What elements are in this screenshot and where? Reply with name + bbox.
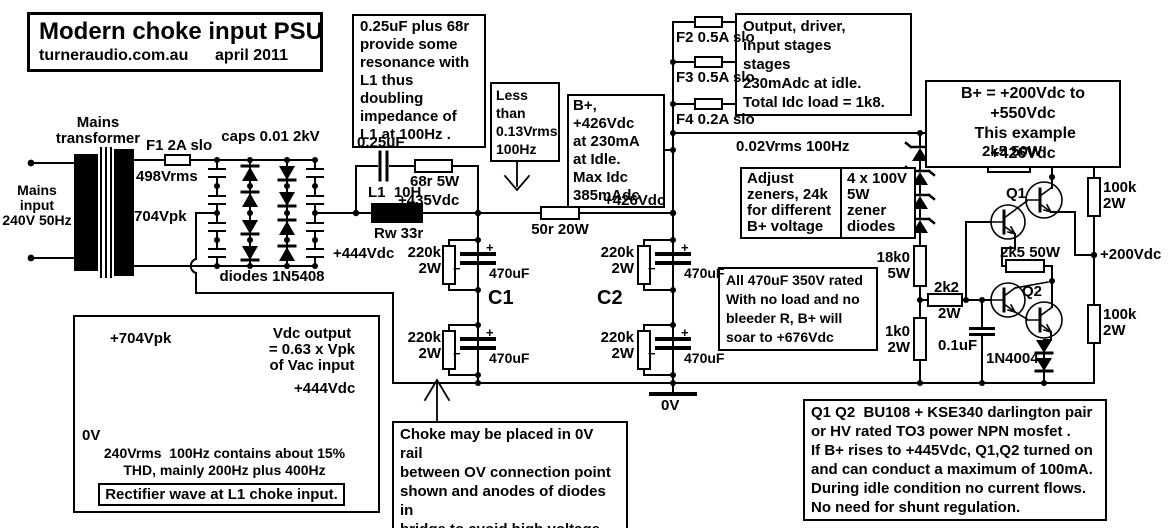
note-bplus-range: B+ = +200Vdc to +550Vdc This example +42… [925,80,1121,168]
c2-cap1-value: 470uF [684,265,725,281]
waveform-panel [73,315,380,513]
note-cap-rating: All 470uF 350V rated With no load and no… [718,267,878,351]
c2-cap2-value: 470uF [684,350,725,366]
secondary-vrms-label: 498Vrms [136,168,198,185]
c2-cap2-minus: − [648,346,656,361]
page-subtitle: turneraudio.com.au april 2011 [39,47,288,64]
q2-label: Q2 [1022,283,1043,300]
zener-resistor-label: 18k0 5W [876,249,910,282]
mains-input-label: Mains input 240V 50Hz [2,182,72,228]
mains-input-wires [27,159,76,262]
zero-volt-return [189,212,394,384]
c1-cap2-value: 470uF [489,350,530,366]
equalize-resistor2-label: 100k 2W [1103,306,1137,339]
c1-bleeder2-label: 220k 2W [407,329,441,362]
mid-voltage-label: +200Vdc [1100,246,1162,263]
note-zener-adjust-box: Adjust zeners, 24k for different B+ volt… [740,167,916,239]
c2-bank [637,212,691,386]
bridge-diodes-label: diodes 1N5408 [219,268,325,285]
secondary-vpk-label: 704Vpk [134,208,187,225]
rectified-voltage-label: +444Vdc [333,245,395,262]
choke-and-damper [314,150,677,223]
waveform-dc-label: +444Vdc [294,380,356,397]
resonance-cap-label: 0.25uF [357,134,405,151]
note-shunt-protection: Q1 Q2 BU108 + KSE340 darlington pair or … [803,399,1107,521]
bridge-rectifier [208,157,324,269]
c1-label: C1 [488,287,514,309]
waveform-thd-line2: THD, mainly 200Hz plus 400Hz [123,462,326,478]
fuse-f2-label: F2 0.5A slo [676,29,755,46]
waveform-peak-label: +704Vpk [110,330,172,347]
choke-dcr-label: Rw 33r [374,225,424,242]
note-choke-placement: Choke may be placed in 0V rail between O… [392,421,628,528]
fuse-f1 [132,154,218,267]
base-resistor-value: 2k2 [934,279,960,296]
note-adjust-zeners: Adjust zeners, 24k for different B+ volt… [747,170,832,235]
c2-label: C2 [597,287,623,309]
note-resonance: 0.25uF plus 68r provide some resonance w… [352,14,486,148]
series-diode-label: 1N4004 [986,350,1039,367]
note-ripple-l1: Less than 0.13Vrms 100Hz [490,82,560,162]
c1-bleeder1-label: 220k 2W [407,244,441,277]
transformer-label: Mains transformer [55,114,141,147]
note-zener-rating: 4 x 100V 5W zener diodes [840,169,914,237]
zero-volt-rail [392,382,1095,396]
waveform-caption: Rectifier wave at L1 choke input. [98,483,345,506]
note-output-stages: Output, driver, input stages stages 230m… [735,13,912,116]
note-bplus-idle: B+, +426Vdc at 230mA at Idle. Max Idc 38… [567,94,665,208]
c2-cap1-minus: − [648,261,656,276]
c1-cap2-plus: + [486,325,494,340]
c2-cap2-plus: + [681,325,689,340]
c1-cap1-minus: − [453,261,461,276]
mains-transformer [74,147,134,278]
bplus-ripple-label: 0.02Vrms 100Hz [736,138,850,155]
q1-label: Q1 [1006,185,1027,202]
damper-resistor-label: 68r 5W [410,173,460,190]
transistor-q2 [990,281,1063,339]
page-title: Modern choke input PSU [39,18,324,45]
c2-bleeder1-label: 220k 2W [600,244,634,277]
collector-resistor2-label: 2k5 50W [1000,244,1061,261]
equalize-resistor1-label: 100k 2W [1103,179,1137,212]
ground-label: 0V [661,397,680,414]
c2-cap1-plus: + [681,240,689,255]
waveform-zero-label: 0V [82,427,101,444]
c1-cap1-value: 470uF [489,265,530,281]
c2-bleeder2-label: 220k 2W [600,329,634,362]
bplus-voltage-label: +426Vdc [604,192,666,209]
title-box: Modern choke input PSU turneraudio.com.a… [27,12,323,72]
bridge-caps-label: caps 0.01 2kV [221,128,320,145]
choke-label: L1 10H [368,184,422,201]
base-cap-label: 0.1uF [938,337,978,354]
fuse-f4-label: F4 0.2A slo [676,111,755,128]
base-resistor-wattage: 2W [938,305,961,322]
c1-cap2-minus: − [453,346,461,361]
transistor-q1 [990,181,1063,240]
q2-wiring [1034,331,1054,386]
fuse-f1-label: F1 2A slo [146,137,213,154]
lower-resistor-label: 1k0 2W [884,323,910,356]
choke-out-voltage-label: +435Vdc [398,192,460,209]
filter-resistor-label: 50r 20W [531,221,589,238]
fuse-f3-label: F3 0.5A slo [676,69,755,86]
waveform-formula: Vdc output = 0.63 x Vpk of Vac input [268,325,356,374]
c1-cap1-plus: + [486,240,494,255]
waveform-thd-line1: 240Vrms 100Hz contains about 15% [103,445,346,461]
collector-resistor1-label: 2k5 50W [982,143,1043,160]
